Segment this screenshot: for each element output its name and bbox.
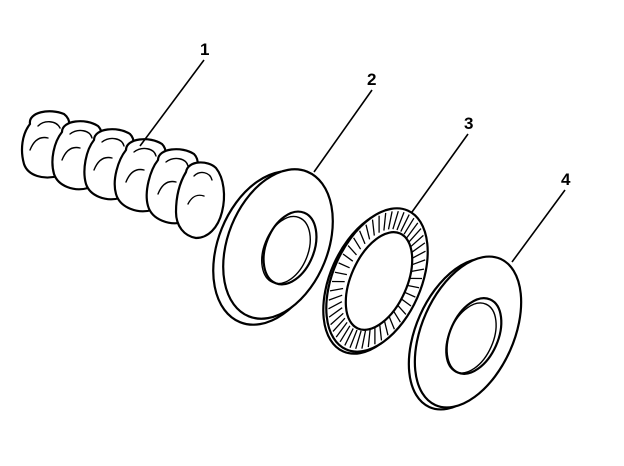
bearing-needle bbox=[338, 262, 350, 269]
bearing-needle bbox=[358, 230, 366, 245]
bearing-needle bbox=[344, 328, 354, 346]
bearing-needle bbox=[342, 253, 354, 262]
bearing-needle bbox=[404, 291, 416, 298]
bearing-needle bbox=[411, 250, 426, 259]
bearing-needle bbox=[408, 228, 422, 243]
bearing-needle bbox=[365, 224, 371, 240]
bearing-needle bbox=[411, 259, 426, 266]
bearing-needle bbox=[410, 268, 425, 273]
bearing-needle bbox=[411, 242, 426, 253]
bearing-needle bbox=[392, 310, 401, 323]
bearing-needle bbox=[379, 324, 383, 341]
bearing-needle bbox=[330, 312, 344, 326]
bearing-needle bbox=[383, 320, 389, 336]
rear-washer bbox=[407, 255, 523, 411]
bearing-needle bbox=[388, 315, 396, 330]
leader-line-2 bbox=[313, 89, 373, 173]
bearing-needle bbox=[396, 212, 405, 231]
coil-spring bbox=[20, 110, 226, 240]
bearing-needle bbox=[392, 211, 399, 230]
leader-line-1 bbox=[139, 59, 205, 147]
bearing-needle bbox=[334, 271, 348, 276]
callout-2: 2 bbox=[367, 70, 376, 89]
bearing-needles bbox=[328, 211, 426, 349]
bearing-needle bbox=[387, 211, 393, 230]
bearing-needle bbox=[383, 212, 387, 231]
bearing-needle bbox=[353, 237, 362, 250]
bearing-needle bbox=[361, 330, 367, 349]
bearing-needle bbox=[355, 330, 362, 349]
callout-3: 3 bbox=[464, 114, 473, 133]
spring-end-coil bbox=[174, 161, 226, 240]
bearing-needle bbox=[400, 298, 412, 307]
bearing-needle bbox=[329, 287, 344, 292]
needle-thrust-bearing bbox=[322, 207, 429, 355]
bearing-needle bbox=[347, 245, 357, 256]
bearing-needle bbox=[349, 329, 358, 348]
bearing-needle bbox=[328, 294, 343, 301]
bearing-needle bbox=[406, 284, 420, 289]
bearing-needle bbox=[332, 317, 346, 332]
bearing-needle bbox=[339, 325, 351, 343]
bearing-needle bbox=[328, 307, 343, 318]
bearing-needle bbox=[403, 217, 415, 235]
bearing-needle bbox=[328, 301, 343, 310]
bearing-needle bbox=[335, 322, 348, 338]
leader-line-3 bbox=[411, 133, 469, 213]
front-washer bbox=[212, 168, 334, 326]
bearing-needle bbox=[400, 214, 410, 232]
bearing-needle bbox=[397, 304, 407, 315]
bearing-needle bbox=[367, 329, 371, 348]
bearing-needle bbox=[371, 219, 375, 236]
bearing-needle bbox=[406, 222, 419, 238]
callout-1: 1 bbox=[200, 40, 209, 59]
bearing-needle bbox=[410, 234, 424, 248]
leader-line-4 bbox=[511, 189, 566, 263]
callout-4: 4 bbox=[561, 170, 571, 189]
